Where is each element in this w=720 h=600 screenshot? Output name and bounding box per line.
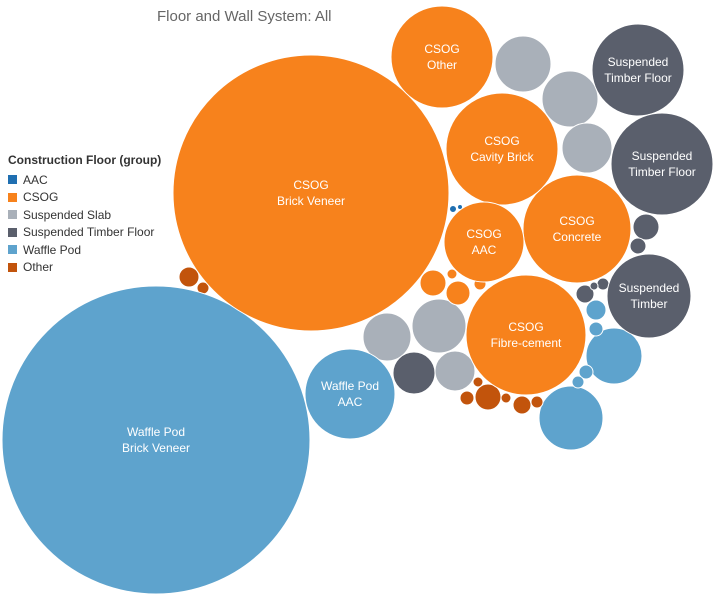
legend-label: Suspended Timber Floor	[23, 225, 155, 240]
bubble-label: AAC	[472, 243, 497, 257]
legend-label: Other	[23, 260, 54, 275]
chart-title: Floor and Wall System: All	[157, 8, 332, 25]
bubble-suspended-timber-floor[interactable]	[589, 281, 599, 291]
bubble-label: Waffle Pod	[127, 425, 185, 439]
legend-label: Waffle Pod	[23, 242, 82, 257]
bubble-other[interactable]	[178, 266, 200, 288]
bubble-waffle-pod[interactable]	[578, 364, 594, 380]
bubble-suspended-timber-floor[interactable]	[629, 237, 647, 255]
bubble-waffle-pod[interactable]	[1, 285, 311, 595]
legend-item-csog[interactable]: CSOG	[8, 189, 161, 207]
bubble-suspended-timber-floor[interactable]	[596, 277, 610, 291]
legend-swatch	[8, 175, 17, 185]
legend-swatch	[8, 262, 17, 272]
bubble-csog[interactable]	[445, 92, 559, 206]
bubble-csog[interactable]	[390, 5, 494, 109]
bubble-suspended-slab[interactable]	[494, 35, 552, 93]
bubble-label: Brick Veneer	[277, 194, 345, 208]
legend-swatch	[8, 227, 17, 237]
bubble-suspended-slab[interactable]	[411, 298, 467, 354]
bubble-suspended-timber-floor[interactable]	[606, 253, 692, 339]
legend: Construction Floor (group) AAC CSOG Susp…	[8, 153, 161, 276]
bubble-csog[interactable]	[445, 280, 471, 306]
bubble-label: Brick Veneer	[122, 441, 190, 455]
legend-swatch	[8, 210, 17, 220]
bubble-suspended-timber-floor[interactable]	[392, 351, 436, 395]
bubble-other[interactable]	[459, 390, 475, 406]
legend-label: Suspended Slab	[23, 207, 112, 222]
bubble-waffle-pod[interactable]	[304, 348, 396, 440]
bubble-suspended-slab[interactable]	[541, 70, 599, 128]
bubble-csog[interactable]	[419, 269, 447, 297]
bubble-label: Timber	[631, 297, 668, 311]
bubble-label: Fibre-cement	[491, 336, 562, 350]
bubble-waffle-pod[interactable]	[585, 299, 607, 321]
legend-item-suspended-slab[interactable]: Suspended Slab	[8, 206, 161, 224]
bubble-label: CSOG	[293, 178, 328, 192]
legend-item-waffle-pod[interactable]: Waffle Pod	[8, 241, 161, 259]
bubble-label: Timber Floor	[628, 165, 696, 179]
bubble-label: Timber Floor	[604, 71, 672, 85]
bubble-label: Waffle Pod	[321, 379, 379, 393]
bubble-label: CSOG	[484, 134, 519, 148]
bubble-suspended-timber-floor[interactable]	[610, 112, 714, 216]
bubble-waffle-pod[interactable]	[585, 327, 643, 385]
bubble-csog[interactable]	[443, 201, 525, 283]
bubble-other[interactable]	[500, 392, 512, 404]
bubble-label: Concrete	[553, 230, 602, 244]
bubble-label: Suspended	[608, 55, 669, 69]
bubble-waffle-pod[interactable]	[538, 385, 604, 451]
bubble-csog[interactable]	[522, 174, 632, 284]
bubble-other[interactable]	[512, 395, 532, 415]
bubble-suspended-slab[interactable]	[362, 312, 412, 362]
legend-label: CSOG	[23, 190, 59, 205]
bubble-other[interactable]	[472, 376, 484, 388]
legend-item-other[interactable]: Other	[8, 259, 161, 277]
bubble-label: CSOG	[424, 42, 459, 56]
bubble-suspended-timber-floor[interactable]	[591, 23, 685, 117]
legend-swatch	[8, 245, 17, 255]
bubble-csog[interactable]	[446, 268, 458, 280]
bubble-suspended-slab[interactable]	[561, 122, 613, 174]
bubble-csog[interactable]	[465, 274, 587, 396]
bubble-label: Other	[427, 58, 457, 72]
bubble-aac[interactable]	[449, 205, 457, 213]
bubble-suspended-timber-floor[interactable]	[632, 213, 660, 241]
bubble-label: Suspended	[632, 149, 693, 163]
bubble-waffle-pod[interactable]	[588, 321, 604, 337]
legend-label: AAC	[23, 172, 48, 187]
legend-item-suspended-timber-floor[interactable]: Suspended Timber Floor	[8, 224, 161, 242]
bubble-label: AAC	[338, 395, 363, 409]
bubble-other[interactable]	[530, 395, 544, 409]
bubble-label: Cavity Brick	[470, 150, 534, 164]
bubble-label: CSOG	[466, 227, 501, 241]
legend-item-aac[interactable]: AAC	[8, 171, 161, 189]
bubble-label: CSOG	[508, 320, 543, 334]
bubble-suspended-timber-floor[interactable]	[575, 284, 595, 304]
legend-title: Construction Floor (group)	[8, 153, 162, 167]
bubble-label: Suspended	[619, 281, 680, 295]
bubble-suspended-slab[interactable]	[434, 350, 476, 392]
bubble-csog[interactable]	[172, 54, 450, 332]
bubble-label: CSOG	[559, 214, 594, 228]
bubble-waffle-pod[interactable]	[571, 375, 585, 389]
legend-swatch	[8, 192, 17, 202]
